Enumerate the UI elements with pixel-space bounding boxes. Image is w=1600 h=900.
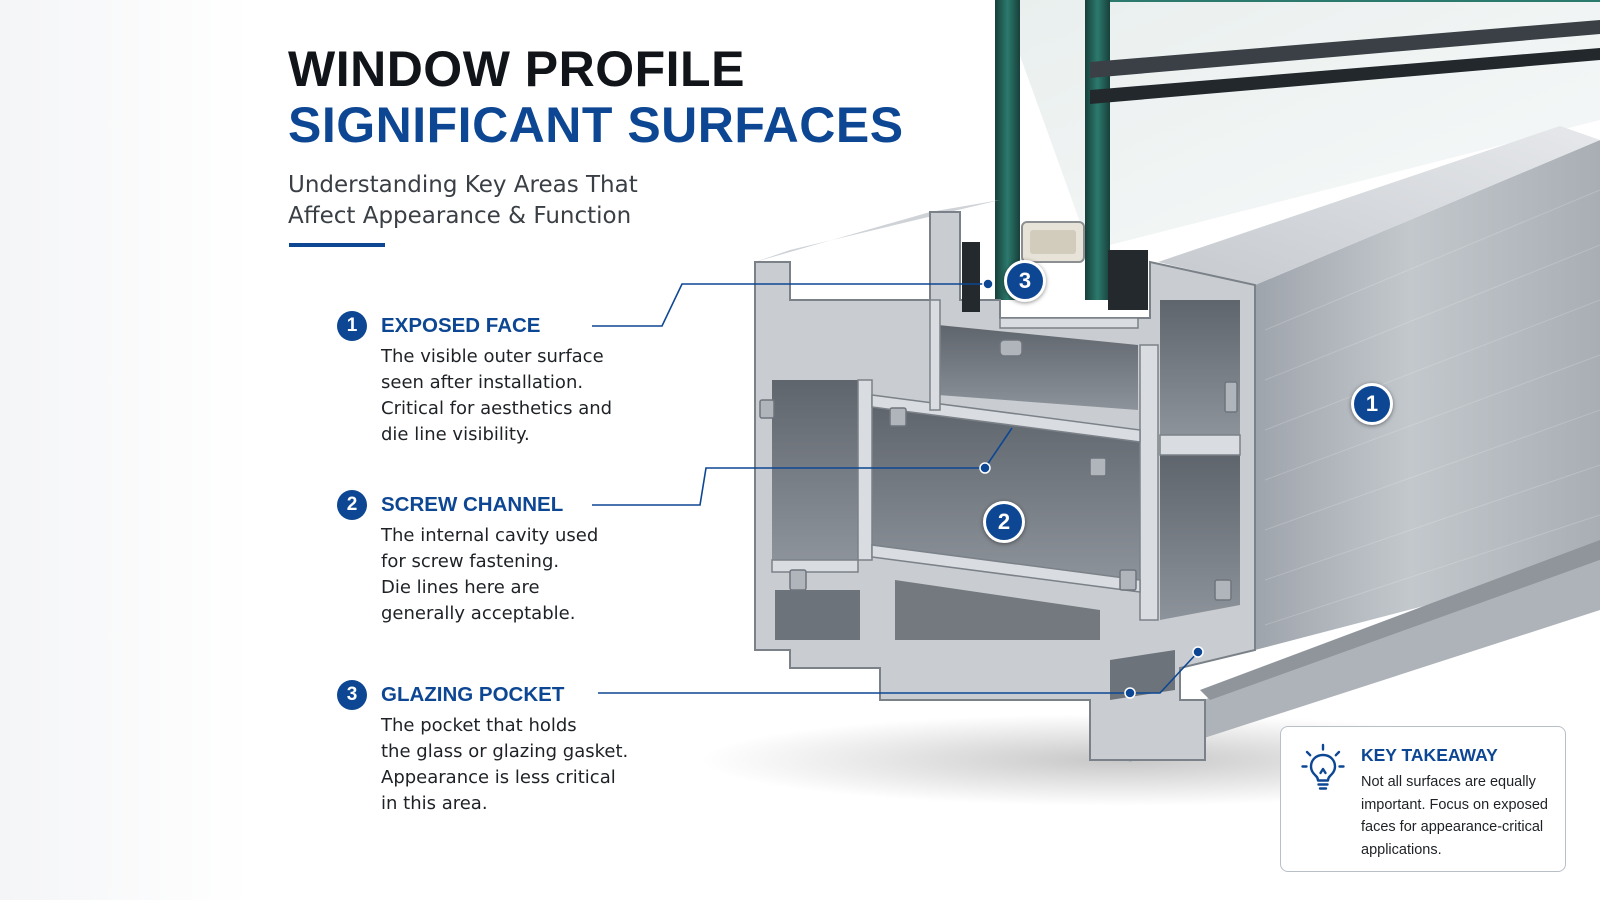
description-line: the glass or glazing gasket. — [381, 741, 629, 762]
title-accent-rule — [289, 243, 385, 247]
subtitle-line1: Understanding Key Areas That — [288, 172, 638, 198]
lightbulb-icon — [1301, 743, 1345, 790]
callout-title: SCREW CHANNEL — [381, 493, 564, 516]
subtitle-line2: Affect Appearance & Function — [288, 203, 632, 229]
page-title-line1: WINDOW PROFILE — [288, 41, 745, 97]
description-line: Critical for aesthetics and — [381, 398, 613, 419]
page-subtitle: Understanding Key Areas That Affect Appe… — [288, 170, 668, 232]
marker-screw-channel: 2 — [983, 501, 1025, 543]
callout-number-badge: 3 — [337, 680, 367, 710]
leader-lines — [592, 283, 1199, 694]
callout-title: GLAZING POCKET — [381, 683, 565, 706]
callout-title: EXPOSED FACE — [381, 314, 541, 337]
description-line: in this area. — [381, 793, 488, 814]
description-line: Appearance is less critical — [381, 767, 616, 788]
marker-exposed-face: 1 — [1351, 383, 1393, 425]
callout-number-badge: 1 — [337, 311, 367, 341]
callout-description: The pocket that holds the glass or glazi… — [381, 713, 641, 817]
marker-glazing-pocket: 3 — [1004, 260, 1046, 302]
description-line: The internal cavity used — [381, 525, 599, 546]
description-line: seen after installation. — [381, 372, 584, 393]
key-takeaway-box: KEY TAKEAWAY Not all surfaces are equall… — [1280, 726, 1566, 872]
leader-dots — [979, 278, 1204, 699]
description-line: die line visibility. — [381, 424, 530, 445]
description-line: The visible outer surface — [381, 346, 604, 367]
takeaway-title: KEY TAKEAWAY — [1361, 745, 1498, 765]
description-line: generally acceptable. — [381, 603, 576, 624]
glazing-gasket — [962, 242, 980, 312]
description-line: The pocket that holds — [381, 715, 577, 736]
page-title-line2: SIGNIFICANT SURFACES — [288, 97, 904, 153]
callout-number-badge: 2 — [337, 490, 367, 520]
description-line: Die lines here are — [381, 577, 540, 598]
description-line: for screw fastening. — [381, 551, 560, 572]
takeaway-text: Not all surfaces are equally important. … — [1361, 774, 1548, 858]
insulated-glass-unit — [995, 0, 1600, 300]
callout-description: The internal cavity used for screw faste… — [381, 523, 641, 627]
aluminum-extrusion — [754, 126, 1600, 762]
callout-description: The visible outer surface seen after ins… — [381, 344, 641, 448]
